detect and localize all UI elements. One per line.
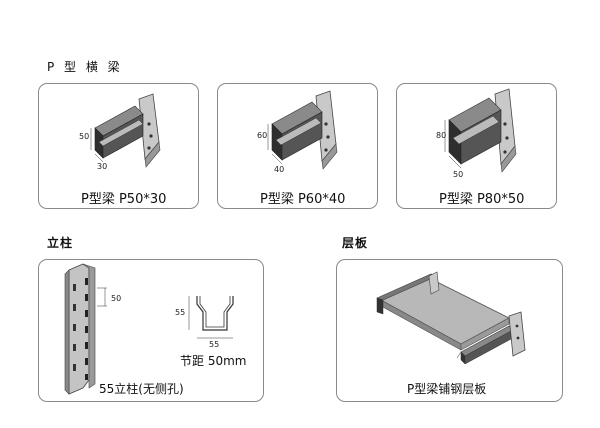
p-beam-3-width-dim: 50 [453,170,464,179]
p-beam-section-title: P 型 横 梁 [47,60,123,74]
p-beam-1-caption: P型梁 P50*30 [81,192,167,207]
column-drawing [64,263,234,395]
column-section-width-dim: 55 [209,340,220,349]
p-beam-2-height-dim: 60 [257,131,268,140]
column-pitch-label: 节距 50mm [180,354,247,368]
column-caption: 55立柱(无侧孔) [99,382,184,396]
p-beam-panel-3: 80 50 P型梁 P80*50 [396,83,557,209]
shelf-section-title: 层板 [342,236,369,250]
p-beam-2-caption: P型梁 P60*40 [260,192,346,207]
shelf-panel: P型梁铺钢层板 [336,259,563,402]
p-beam-2-width-dim: 40 [274,165,285,174]
p-beam-drawing-1 [90,93,161,168]
p-beam-1-height-dim: 50 [79,132,90,141]
p-beam-1-width-dim: 30 [97,162,108,171]
column-side-dim: 50 [111,294,122,303]
column-section-title: 立柱 [47,236,74,250]
p-beam-panel-1: 50 30 P型梁 P50*30 [38,83,199,209]
p-beam-drawing-2 [267,90,338,170]
p-beam-drawing-3 [444,88,517,173]
p-beam-3-caption: P型梁 P80*50 [439,192,525,207]
shelf-caption: P型梁铺钢层板 [407,382,487,396]
column-section-height-dim: 55 [175,308,186,317]
p-beam-3-height-dim: 80 [436,131,447,140]
column-panel: 50 55 55 节距 50mm 55立柱(无侧孔) [38,259,264,402]
shelf-drawing [376,271,526,365]
p-beam-panel-2: 60 40 P型梁 P60*40 [217,83,378,209]
